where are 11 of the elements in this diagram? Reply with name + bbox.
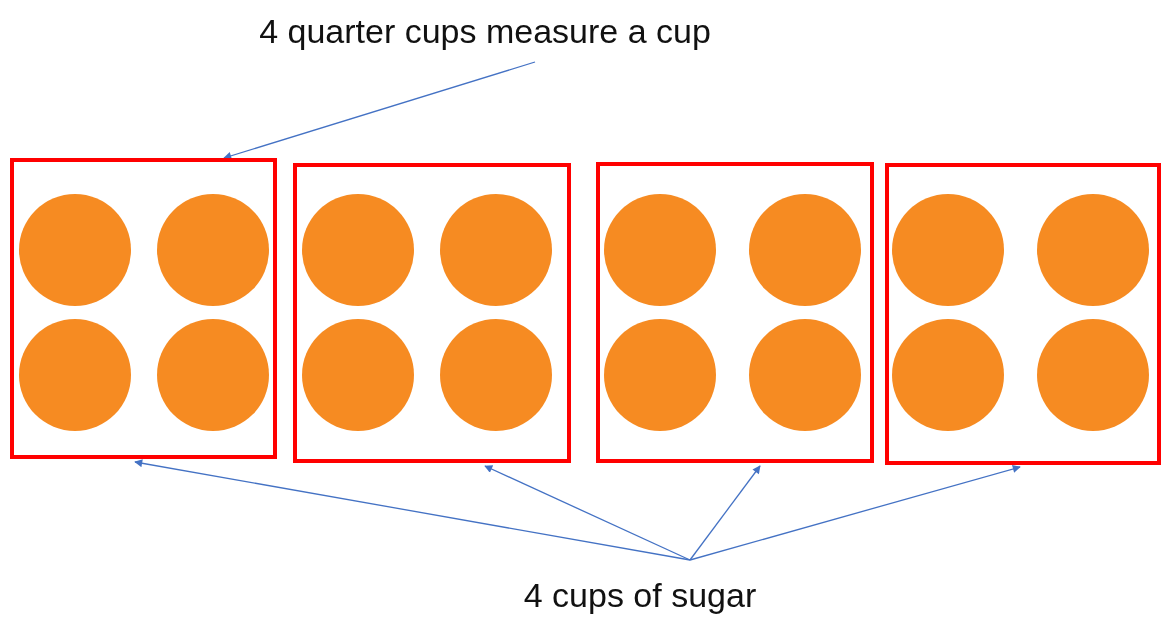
arrow bbox=[689, 465, 761, 561]
group-frame bbox=[885, 163, 1161, 465]
arrow bbox=[484, 465, 691, 561]
group-frame bbox=[596, 162, 874, 463]
arrow bbox=[223, 61, 536, 160]
arrow bbox=[689, 465, 1021, 561]
caption-text: 4 quarter cups measure a cup bbox=[185, 12, 785, 60]
group-frame bbox=[293, 163, 571, 463]
group-frame bbox=[10, 158, 277, 459]
arrow bbox=[134, 459, 691, 561]
caption-text: 4 cups of sugar bbox=[440, 576, 840, 620]
